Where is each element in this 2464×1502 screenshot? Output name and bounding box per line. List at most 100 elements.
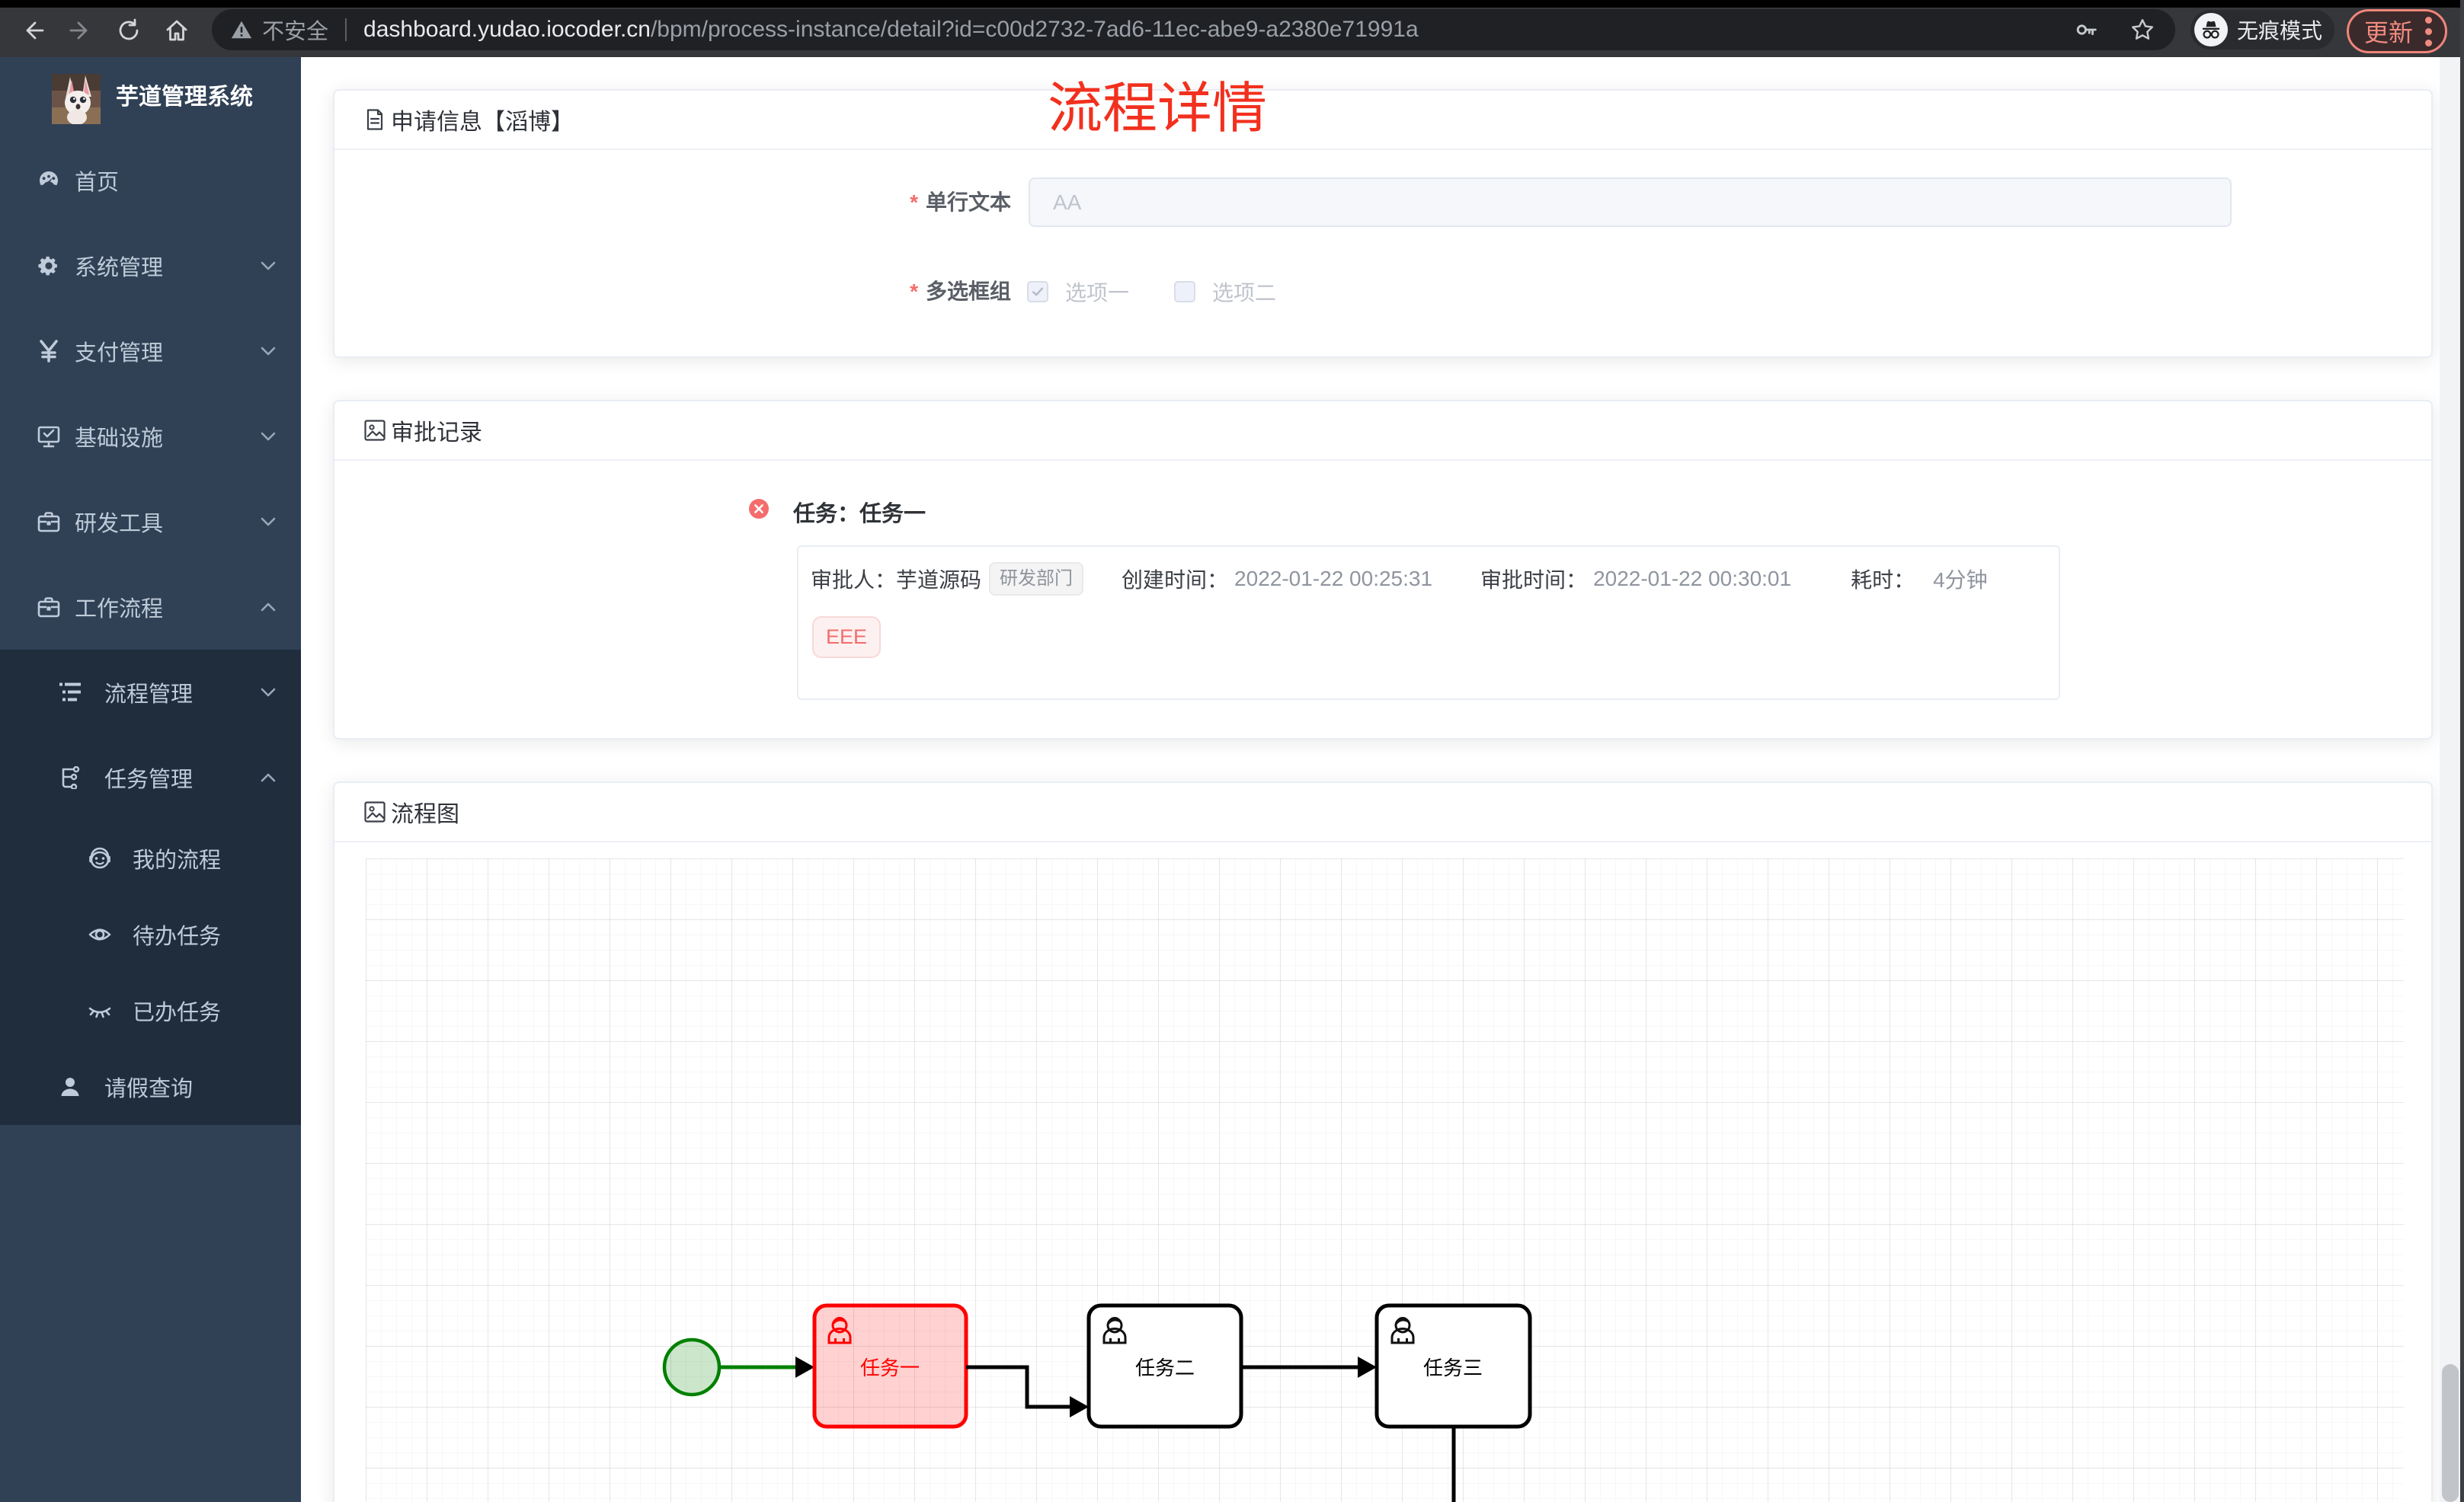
service-face-icon: [88, 847, 111, 870]
chevron-up-icon: [260, 599, 277, 615]
flow-diagram-card: 流程图: [333, 781, 2433, 1502]
bpmn-flow-task1-task2: [966, 1365, 1089, 1417]
sidebar-item-infra[interactable]: 基础设施: [0, 394, 301, 479]
sidebar-item-workflow[interactable]: 工作流程: [0, 564, 301, 650]
task-rejected-icon: [748, 498, 770, 519]
sidebar-item-done-tasks[interactable]: 已办任务: [0, 973, 301, 1049]
sidebar-menu: 首页 系统管理 支付管理 基础设施: [0, 138, 301, 1125]
duration-label: 耗时：: [1851, 568, 1915, 592]
bpmn-start-event[interactable]: [662, 1337, 722, 1397]
text-field-input[interactable]: AA: [1029, 177, 2232, 227]
chevron-down-icon: [260, 684, 277, 701]
audit-time-label: 审批时间：: [1480, 568, 1588, 592]
bpmn-canvas[interactable]: 任务一: [366, 858, 2404, 1502]
browser-chrome: 不安全 dashboard.yudao.iocoder.cn/bpm/proce…: [0, 0, 2464, 57]
apply-info-header: 申请信息【滔博】: [334, 91, 2431, 150]
person-icon: [59, 1075, 82, 1098]
bpmn-task3[interactable]: 任务三: [1374, 1303, 1532, 1429]
required-asterisk: *: [910, 280, 918, 303]
approver-value: 芋道源码: [896, 568, 982, 592]
window-right-edge: [2460, 0, 2464, 1502]
sidebar: 芋道管理系统 首页 系统管理 支付管理: [0, 57, 301, 1502]
eye-closed-icon: [88, 999, 111, 1022]
picture-icon: [363, 419, 386, 442]
briefcase-icon: [37, 596, 60, 618]
chevron-down-icon: [260, 428, 277, 445]
card-title: 流程图: [391, 802, 459, 827]
checkbox-group-label: *多选框组: [910, 280, 1011, 303]
bpmn-flow-task2-task3: [1241, 1357, 1377, 1378]
sidebar-item-payment[interactable]: 支付管理: [0, 308, 301, 394]
sidebar-item-leave-query[interactable]: 请假查询: [0, 1049, 301, 1125]
bpmn-task2[interactable]: 任务二: [1086, 1303, 1243, 1429]
workflow-submenu: 流程管理 任务管理 我的流程: [0, 650, 301, 1125]
reason-tag: EEE: [812, 616, 882, 658]
update-label: 更新: [2364, 19, 2414, 46]
scrollbar-track[interactable]: [2440, 57, 2461, 1502]
key-icon[interactable]: [2073, 17, 2099, 43]
brand-title: 芋道管理系统: [116, 85, 253, 110]
chevron-down-icon: [260, 257, 277, 274]
checkbox-option2[interactable]: [1174, 281, 1196, 302]
dashboard-icon: [37, 169, 60, 192]
audit-record-card: 审批记录 任务：任务一 审批人：芋道源码研发部门创建时间：2022-01-22 …: [333, 400, 2433, 740]
sidebar-logo[interactable]: 芋道管理系统: [0, 57, 301, 138]
url-domain[interactable]: dashboard.yudao.iocoder.cn: [363, 17, 651, 42]
reload-button[interactable]: [115, 17, 142, 44]
url-bar[interactable]: 不安全 dashboard.yudao.iocoder.cn/bpm/proce…: [212, 9, 2175, 50]
scrollbar-thumb[interactable]: [2442, 1364, 2459, 1502]
incognito-label: 无痕模式: [2237, 19, 2323, 43]
forward-button[interactable]: [67, 17, 94, 44]
home-button[interactable]: [163, 17, 190, 44]
task-title: 任务：任务一: [793, 502, 926, 526]
checkbox-option1[interactable]: [1027, 281, 1048, 302]
update-button[interactable]: 更新: [2347, 9, 2447, 53]
sidebar-item-label: 支付管理: [75, 341, 164, 366]
url-separator: [345, 18, 347, 41]
duration-value: 4分钟: [1933, 568, 1988, 592]
audit-record-header: 审批记录: [334, 401, 2431, 461]
sidebar-item-todo-tasks[interactable]: 待办任务: [0, 896, 301, 973]
card-title: 申请信息【滔博】: [391, 110, 574, 135]
eye-open-icon: [88, 923, 111, 946]
sidebar-item-system[interactable]: 系统管理: [0, 223, 301, 308]
gear-icon: [37, 254, 60, 277]
bookmark-star-icon[interactable]: [2130, 17, 2155, 43]
home-icon: [166, 20, 187, 41]
security-label[interactable]: 不安全: [262, 20, 329, 44]
sidebar-item-process-mgmt[interactable]: 流程管理: [0, 650, 301, 735]
sidebar-item-label: 已办任务: [133, 1001, 222, 1025]
incognito-icon: [2202, 21, 2220, 39]
incognito-avatar: [2194, 13, 2228, 46]
sidebar-item-label: 研发工具: [75, 512, 164, 536]
back-button[interactable]: [19, 17, 46, 44]
bpmn-task2-label: 任务二: [1135, 1357, 1195, 1379]
url-path[interactable]: /bpm/process-instance/detail?id=c00d2732…: [650, 17, 1419, 42]
forward-icon: [69, 21, 88, 40]
incognito-badge: 无痕模式: [2190, 10, 2334, 50]
briefcase-icon: [37, 510, 60, 533]
input-placeholder: AA: [1053, 190, 1082, 214]
checkbox-option2-label: 选项二: [1212, 281, 1277, 305]
browser-menu-icon[interactable]: [2425, 16, 2433, 46]
reload-icon: [119, 18, 139, 40]
approver-label: 审批人：: [811, 568, 897, 592]
bpmn-task1[interactable]: 任务一: [812, 1303, 968, 1429]
checkbox-option1-label: 选项一: [1065, 281, 1130, 305]
sidebar-item-task-mgmt[interactable]: 任务管理: [0, 735, 301, 820]
sidebar-item-my-process[interactable]: 我的流程: [0, 820, 301, 896]
checkbox-group: 选项一 选项二: [1027, 270, 1276, 313]
window-top-strip: [0, 0, 2464, 8]
sidebar-item-devtools[interactable]: 研发工具: [0, 479, 301, 564]
chevron-up-icon: [260, 769, 277, 786]
sidebar-item-home[interactable]: 首页: [0, 138, 301, 223]
main-content: 流程详情 申请信息【滔博】 *单行文本 AA *多选框组 选项一 选: [301, 57, 2464, 1502]
sidebar-item-label: 待办任务: [133, 925, 222, 949]
sidebar-item-label: 我的流程: [133, 848, 222, 873]
brand-avatar: [52, 74, 101, 124]
apply-info-card: 申请信息【滔博】 *单行文本 AA *多选框组 选项一 选项二: [333, 89, 2433, 358]
chevron-down-icon: [260, 513, 277, 530]
